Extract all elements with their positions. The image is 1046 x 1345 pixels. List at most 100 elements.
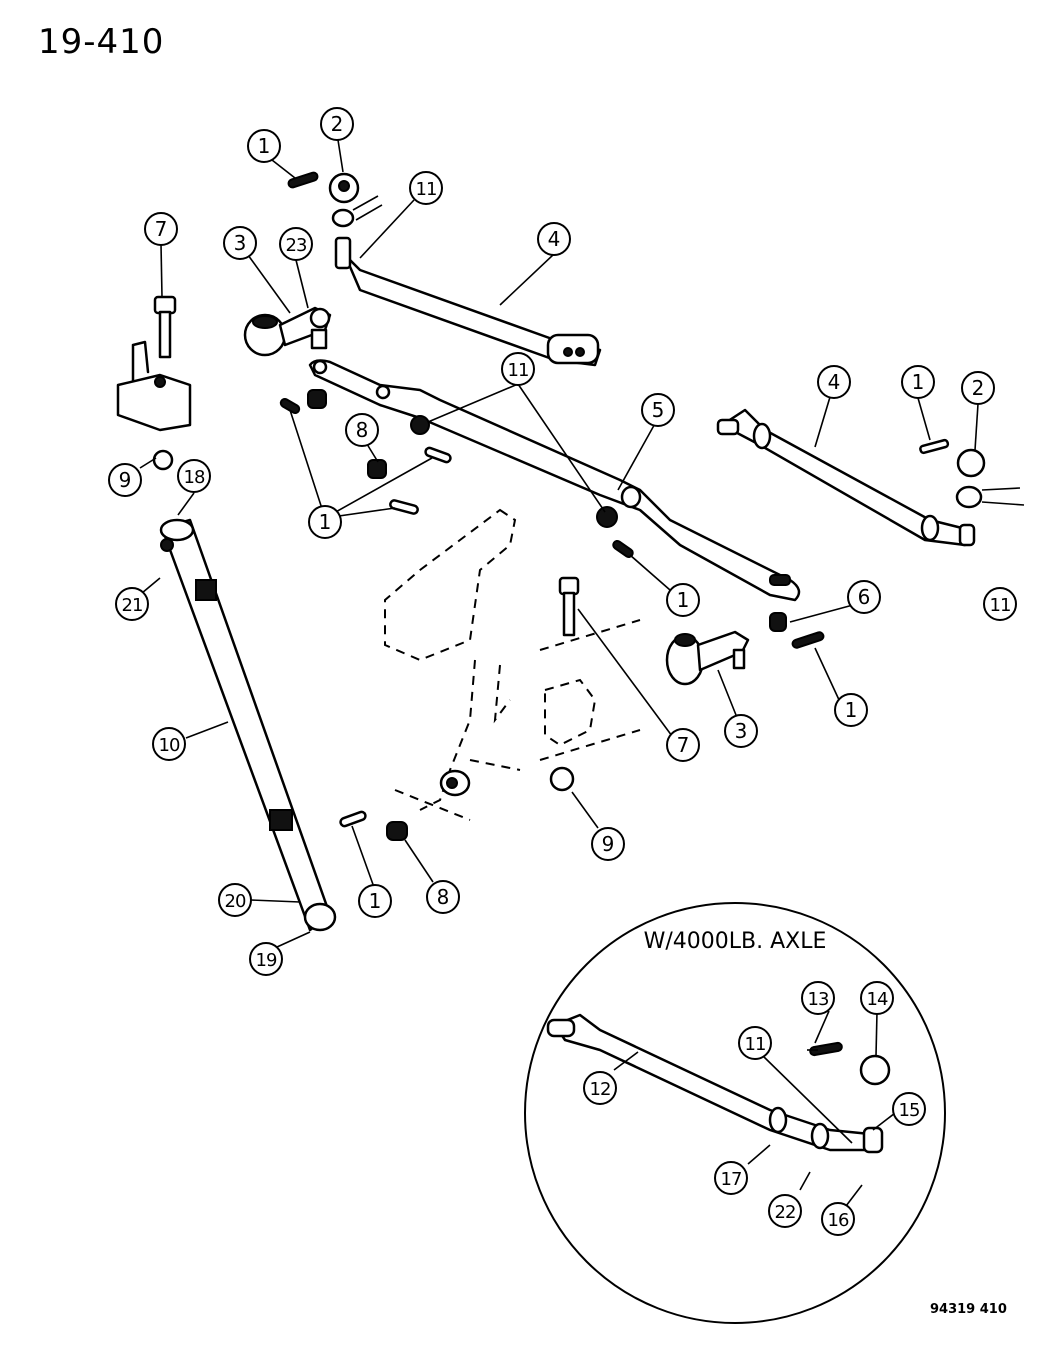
callout-number: 2	[972, 376, 985, 400]
callout-7: 7	[144, 212, 178, 246]
callout-number: 9	[119, 468, 132, 492]
callout-3: 3	[724, 714, 758, 748]
nut-8-lower	[386, 821, 408, 841]
callout-circle	[847, 580, 881, 614]
callout-circle	[115, 587, 149, 621]
callout-circle	[218, 883, 252, 917]
callout-2: 2	[320, 107, 354, 141]
center-link	[308, 359, 801, 602]
callout-number: 1	[845, 698, 858, 722]
cotter-pin-right	[919, 438, 950, 455]
callout-circle	[144, 212, 178, 246]
callout-number: 3	[234, 231, 247, 255]
callout-circle	[901, 365, 935, 399]
callout-number: 18	[184, 467, 205, 488]
castle-nut-right	[955, 448, 1025, 509]
callout-number: 1	[369, 889, 382, 913]
callout-number: 12	[590, 1079, 611, 1100]
pitman-arm-eye	[439, 769, 471, 797]
callout-number: 21	[122, 595, 143, 616]
steering-gear-ghost	[384, 508, 641, 821]
callout-22: 22	[768, 1194, 802, 1228]
tie-rod-right	[716, 408, 976, 547]
figure-id: 94319 410	[930, 1302, 1007, 1317]
callout-number: 1	[912, 370, 925, 394]
callout-circle	[279, 227, 313, 261]
cotter-pin-left-c	[389, 499, 419, 515]
callout-circle	[537, 222, 571, 256]
callout-11: 11	[501, 352, 535, 386]
callout-number: 2	[331, 112, 344, 136]
callout-number: 19	[256, 950, 277, 971]
callout-8: 8	[426, 880, 460, 914]
callout-circle	[714, 1161, 748, 1195]
callout-number: 17	[721, 1169, 742, 1190]
cotter-pin-center	[612, 539, 634, 559]
cotter-pin-lower	[339, 810, 367, 828]
callout-11: 11	[983, 587, 1017, 621]
callout-circle	[247, 129, 281, 163]
callout-number: 1	[258, 134, 271, 158]
callout-9: 9	[591, 827, 625, 861]
callout-number: 7	[677, 733, 690, 757]
inset-title: W/4000LB. AXLE	[644, 929, 827, 954]
callout-number: 11	[416, 179, 437, 200]
callout-15: 15	[892, 1092, 926, 1126]
callout-circle	[666, 583, 700, 617]
callout-number: 11	[508, 360, 529, 381]
callout-4: 4	[817, 365, 851, 399]
callout-circle	[983, 587, 1017, 621]
callout-6: 6	[847, 580, 881, 614]
callout-17: 17	[714, 1161, 748, 1195]
callout-circle	[666, 728, 700, 762]
callout-21: 21	[115, 587, 149, 621]
callout-circle	[108, 463, 142, 497]
callout-23: 23	[279, 227, 313, 261]
callout-circle	[308, 505, 342, 539]
callout-circle	[426, 880, 460, 914]
callout-5: 5	[641, 393, 675, 427]
callout-number: 13	[808, 989, 829, 1010]
inset-detail	[524, 902, 946, 1324]
callout-number: 11	[745, 1034, 766, 1055]
callout-number: 8	[437, 885, 450, 909]
callout-circle	[641, 393, 675, 427]
callout-13: 13	[801, 981, 835, 1015]
callout-circle	[834, 693, 868, 727]
callout-11: 11	[409, 171, 443, 205]
callout-1: 1	[901, 365, 935, 399]
callout-16: 16	[821, 1202, 855, 1236]
nut-11-center-right	[596, 506, 618, 528]
nut-11-center-left	[410, 415, 430, 435]
callout-19: 19	[249, 942, 283, 976]
callout-1: 1	[666, 583, 700, 617]
nut-6	[769, 612, 787, 632]
leader-lines	[135, 139, 979, 1207]
page-code: 19-410	[38, 22, 165, 62]
drag-link	[159, 518, 337, 932]
castle-nut-top	[328, 172, 383, 228]
callout-7: 7	[666, 728, 700, 762]
callout-20: 20	[218, 883, 252, 917]
nut-9-left	[152, 449, 174, 471]
callout-circle	[249, 942, 283, 976]
callout-14: 14	[860, 981, 894, 1015]
callout-circle	[801, 981, 835, 1015]
callout-circle	[961, 371, 995, 405]
callout-4: 4	[537, 222, 571, 256]
callout-circle	[223, 226, 257, 260]
cotter-pin-right-lower	[791, 631, 825, 649]
callout-18: 18	[177, 459, 211, 493]
callout-number: 15	[899, 1100, 920, 1121]
cotter-pin-left-b	[424, 446, 452, 464]
callout-number: 9	[602, 832, 615, 856]
callout-1: 1	[358, 884, 392, 918]
callout-circle	[409, 171, 443, 205]
callout-8: 8	[345, 413, 379, 447]
callout-circle	[817, 365, 851, 399]
cotter-pin-left-a	[279, 398, 301, 414]
callout-number: 1	[677, 588, 690, 612]
callout-number: 23	[286, 235, 307, 256]
